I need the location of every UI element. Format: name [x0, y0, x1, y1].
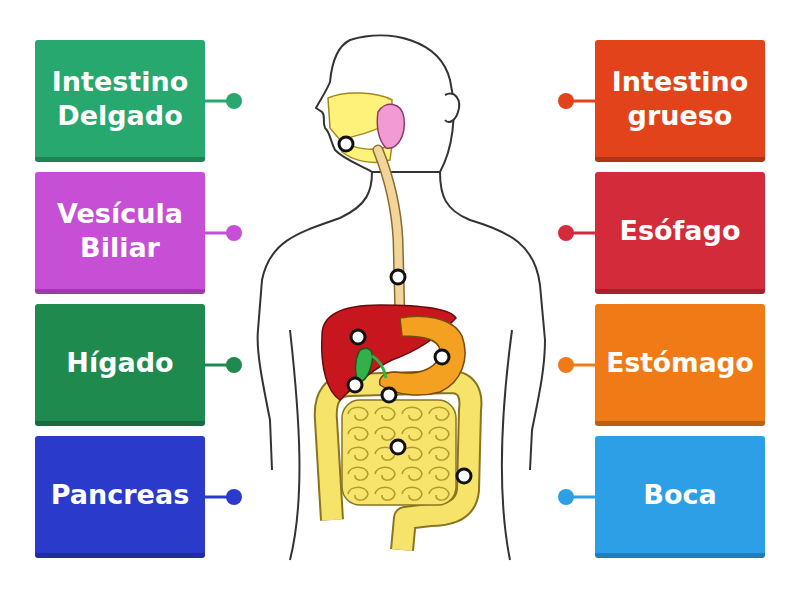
organ-name: Intestino Delgado — [45, 65, 195, 133]
organ-name: Intestino grueso — [605, 65, 755, 133]
large-intestine — [326, 382, 471, 550]
esophagus — [378, 150, 400, 318]
body-outline — [258, 36, 545, 560]
organ-name: Hígado — [66, 346, 173, 380]
organ-label-box: Pancreas — [35, 436, 205, 558]
organ-label-box: Intestino grueso — [595, 40, 765, 162]
organ-name: Pancreas — [51, 478, 189, 512]
organ-name: Estómago — [606, 346, 753, 379]
organ-name: Vesícula Biliar — [45, 197, 195, 265]
small-intestine — [342, 400, 456, 505]
intestine-coils — [348, 407, 449, 500]
parotid-gland — [377, 104, 404, 148]
target-dots — [339, 137, 471, 483]
gallbladder — [356, 348, 373, 382]
stomach — [380, 316, 465, 395]
organ-label-box: Vesícula Biliar — [35, 172, 205, 294]
organ-name: Esófago — [620, 214, 741, 248]
organ-label-box: Estómago — [595, 304, 765, 426]
organ-name: Boca — [643, 478, 716, 512]
organ-label-box: Intestino Delgado — [35, 40, 205, 162]
organ-label-box: Esófago — [595, 172, 765, 294]
organ-label-box: Hígado — [35, 304, 205, 426]
organ-label-box: Boca — [595, 436, 765, 558]
